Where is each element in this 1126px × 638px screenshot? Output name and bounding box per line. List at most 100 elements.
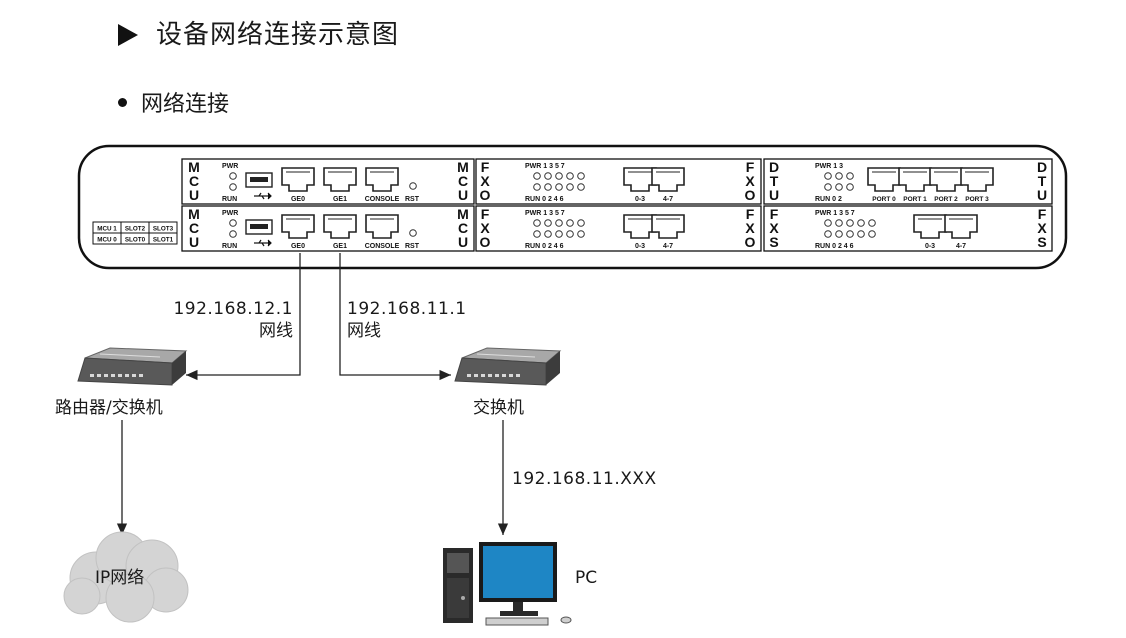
pwr-led-icon [229, 172, 237, 180]
fxs-module [763, 205, 1053, 252]
svg-text:F: F [1038, 206, 1047, 222]
dtu-panel: PWR 1 3 RUN 0 2 PORT 0 PORT 1 PORT 2 POR… [815, 163, 994, 203]
fxo-module-top [475, 158, 762, 205]
svg-text:PWR: PWR [222, 163, 238, 170]
mcu-label-top: MCU MCU [188, 159, 469, 203]
svg-text:U: U [458, 234, 468, 250]
svg-text:X: X [1037, 220, 1047, 236]
fxs-panel: PWR 1 3 5 7 RUN 0 2 4 6 0-3 4-7 [815, 210, 978, 250]
svg-text:O: O [745, 187, 756, 203]
right-link-cable: 网线 [347, 321, 381, 341]
svg-text:F: F [770, 206, 779, 222]
svg-text:RUN: RUN [222, 196, 237, 203]
svg-text:PWR: PWR [222, 210, 238, 217]
link-ge1-switch [339, 253, 451, 381]
pc-icon [443, 542, 572, 626]
svg-text:4-7: 4-7 [663, 196, 673, 203]
run-led-icon [229, 230, 237, 238]
router-label: 路由器/交换机 [55, 398, 163, 418]
mcu-module-bottom [181, 205, 475, 252]
svg-text:O: O [480, 187, 491, 203]
fxo-module-bottom [475, 205, 762, 252]
cloud-label: IP网络 [95, 568, 145, 588]
pc-ip-range: 192.168.11.XXX [512, 469, 657, 489]
svg-text:M: M [457, 206, 469, 222]
svg-text:CONSOLE: CONSOLE [365, 196, 400, 203]
svg-text:RUN: RUN [222, 243, 237, 250]
fxs-label: FXS FXS [769, 206, 1047, 250]
section-subtitle: 网络连接 [118, 86, 229, 118]
svg-text:GE0: GE0 [291, 243, 305, 250]
svg-text:GE1: GE1 [333, 196, 347, 203]
svg-text:SLOT2: SLOT2 [125, 226, 146, 233]
svg-text:T: T [770, 173, 779, 189]
svg-text:M: M [188, 159, 200, 175]
cloud-icon [63, 531, 189, 623]
dtu-label: DTU DTU [769, 159, 1047, 203]
dtu-module [763, 158, 1053, 205]
slot-table: MCU 1 SLOT2 SLOT3 MCU 0 SLOT0 SLOT1 [92, 221, 178, 245]
svg-text:C: C [189, 173, 199, 189]
svg-text:GE0: GE0 [291, 196, 305, 203]
left-link-ip: 192.168.12.1 [173, 299, 293, 319]
svg-text:X: X [745, 173, 755, 189]
svg-text:RUN 0 2 4 6: RUN 0 2 4 6 [525, 196, 564, 203]
play-triangle-icon [118, 24, 138, 46]
right-link-ip: 192.168.11.1 [347, 299, 467, 319]
svg-text:U: U [189, 234, 199, 250]
svg-text:F: F [481, 159, 490, 175]
svg-text:F: F [481, 206, 490, 222]
svg-text:S: S [769, 234, 778, 250]
svg-text:0-3: 0-3 [925, 243, 935, 250]
fxo-label-top: FXO FXO [480, 159, 756, 203]
svg-text:X: X [769, 220, 779, 236]
link-ge0-router [186, 253, 301, 381]
svg-text:U: U [1037, 187, 1047, 203]
svg-text:U: U [189, 187, 199, 203]
mcu-bottom-panel: PWR RUN GE0 GE1 CONSOLE RST [222, 210, 420, 250]
svg-text:PWR 1 3: PWR 1 3 [815, 163, 843, 170]
svg-text:PORT 2: PORT 2 [934, 196, 958, 203]
svg-text:SLOT3: SLOT3 [153, 226, 174, 233]
svg-text:S: S [1037, 234, 1046, 250]
rst-button-icon [409, 182, 417, 190]
svg-text:X: X [480, 220, 490, 236]
left-link-cable: 网线 [259, 321, 293, 341]
fxo-bottom-panel: PWR 1 3 5 7 RUN 0 2 4 6 0-3 4-7 [525, 210, 685, 250]
svg-text:C: C [458, 220, 468, 236]
svg-text:F: F [746, 159, 755, 175]
svg-text:4-7: 4-7 [956, 243, 966, 250]
svg-text:D: D [1037, 159, 1047, 175]
svg-text:0-3: 0-3 [635, 243, 645, 250]
svg-text:F: F [746, 206, 755, 222]
svg-text:SLOT1: SLOT1 [153, 237, 174, 244]
rst-button-icon [409, 229, 417, 237]
fxo-top-panel: PWR 1 3 5 7 RUN 0 2 4 6 0-3 4-7 [525, 163, 685, 203]
svg-text:T: T [1038, 173, 1047, 189]
fxo-label-bottom: FXO FXO [480, 206, 756, 250]
svg-text:X: X [745, 220, 755, 236]
svg-text:MCU 0: MCU 0 [97, 237, 117, 244]
svg-text:RUN 0 2: RUN 0 2 [815, 196, 842, 203]
pwr-led-icon [229, 219, 237, 227]
bullet-icon [118, 98, 127, 107]
section-title: 设备网络连接示意图 [118, 14, 399, 51]
svg-text:D: D [769, 159, 779, 175]
mcu-label-bottom: MCU MCU [188, 206, 469, 250]
svg-text:0-3: 0-3 [635, 196, 645, 203]
switch-label: 交换机 [473, 398, 524, 418]
svg-text:PORT 0: PORT 0 [872, 196, 896, 203]
svg-text:RUN 0 2 4 6: RUN 0 2 4 6 [815, 243, 854, 250]
svg-text:U: U [458, 187, 468, 203]
svg-text:SLOT0: SLOT0 [125, 237, 146, 244]
svg-text:U: U [769, 187, 779, 203]
usb-symbol-icon [254, 192, 272, 200]
usb-symbol-icon [254, 239, 272, 247]
svg-text:RST: RST [405, 243, 420, 250]
svg-text:PWR 1 3 5 7: PWR 1 3 5 7 [525, 210, 565, 217]
svg-text:RST: RST [405, 196, 420, 203]
svg-text:O: O [480, 234, 491, 250]
svg-text:RUN 0 2 4 6: RUN 0 2 4 6 [525, 243, 564, 250]
svg-text:PWR 1 3 5 7: PWR 1 3 5 7 [525, 163, 565, 170]
